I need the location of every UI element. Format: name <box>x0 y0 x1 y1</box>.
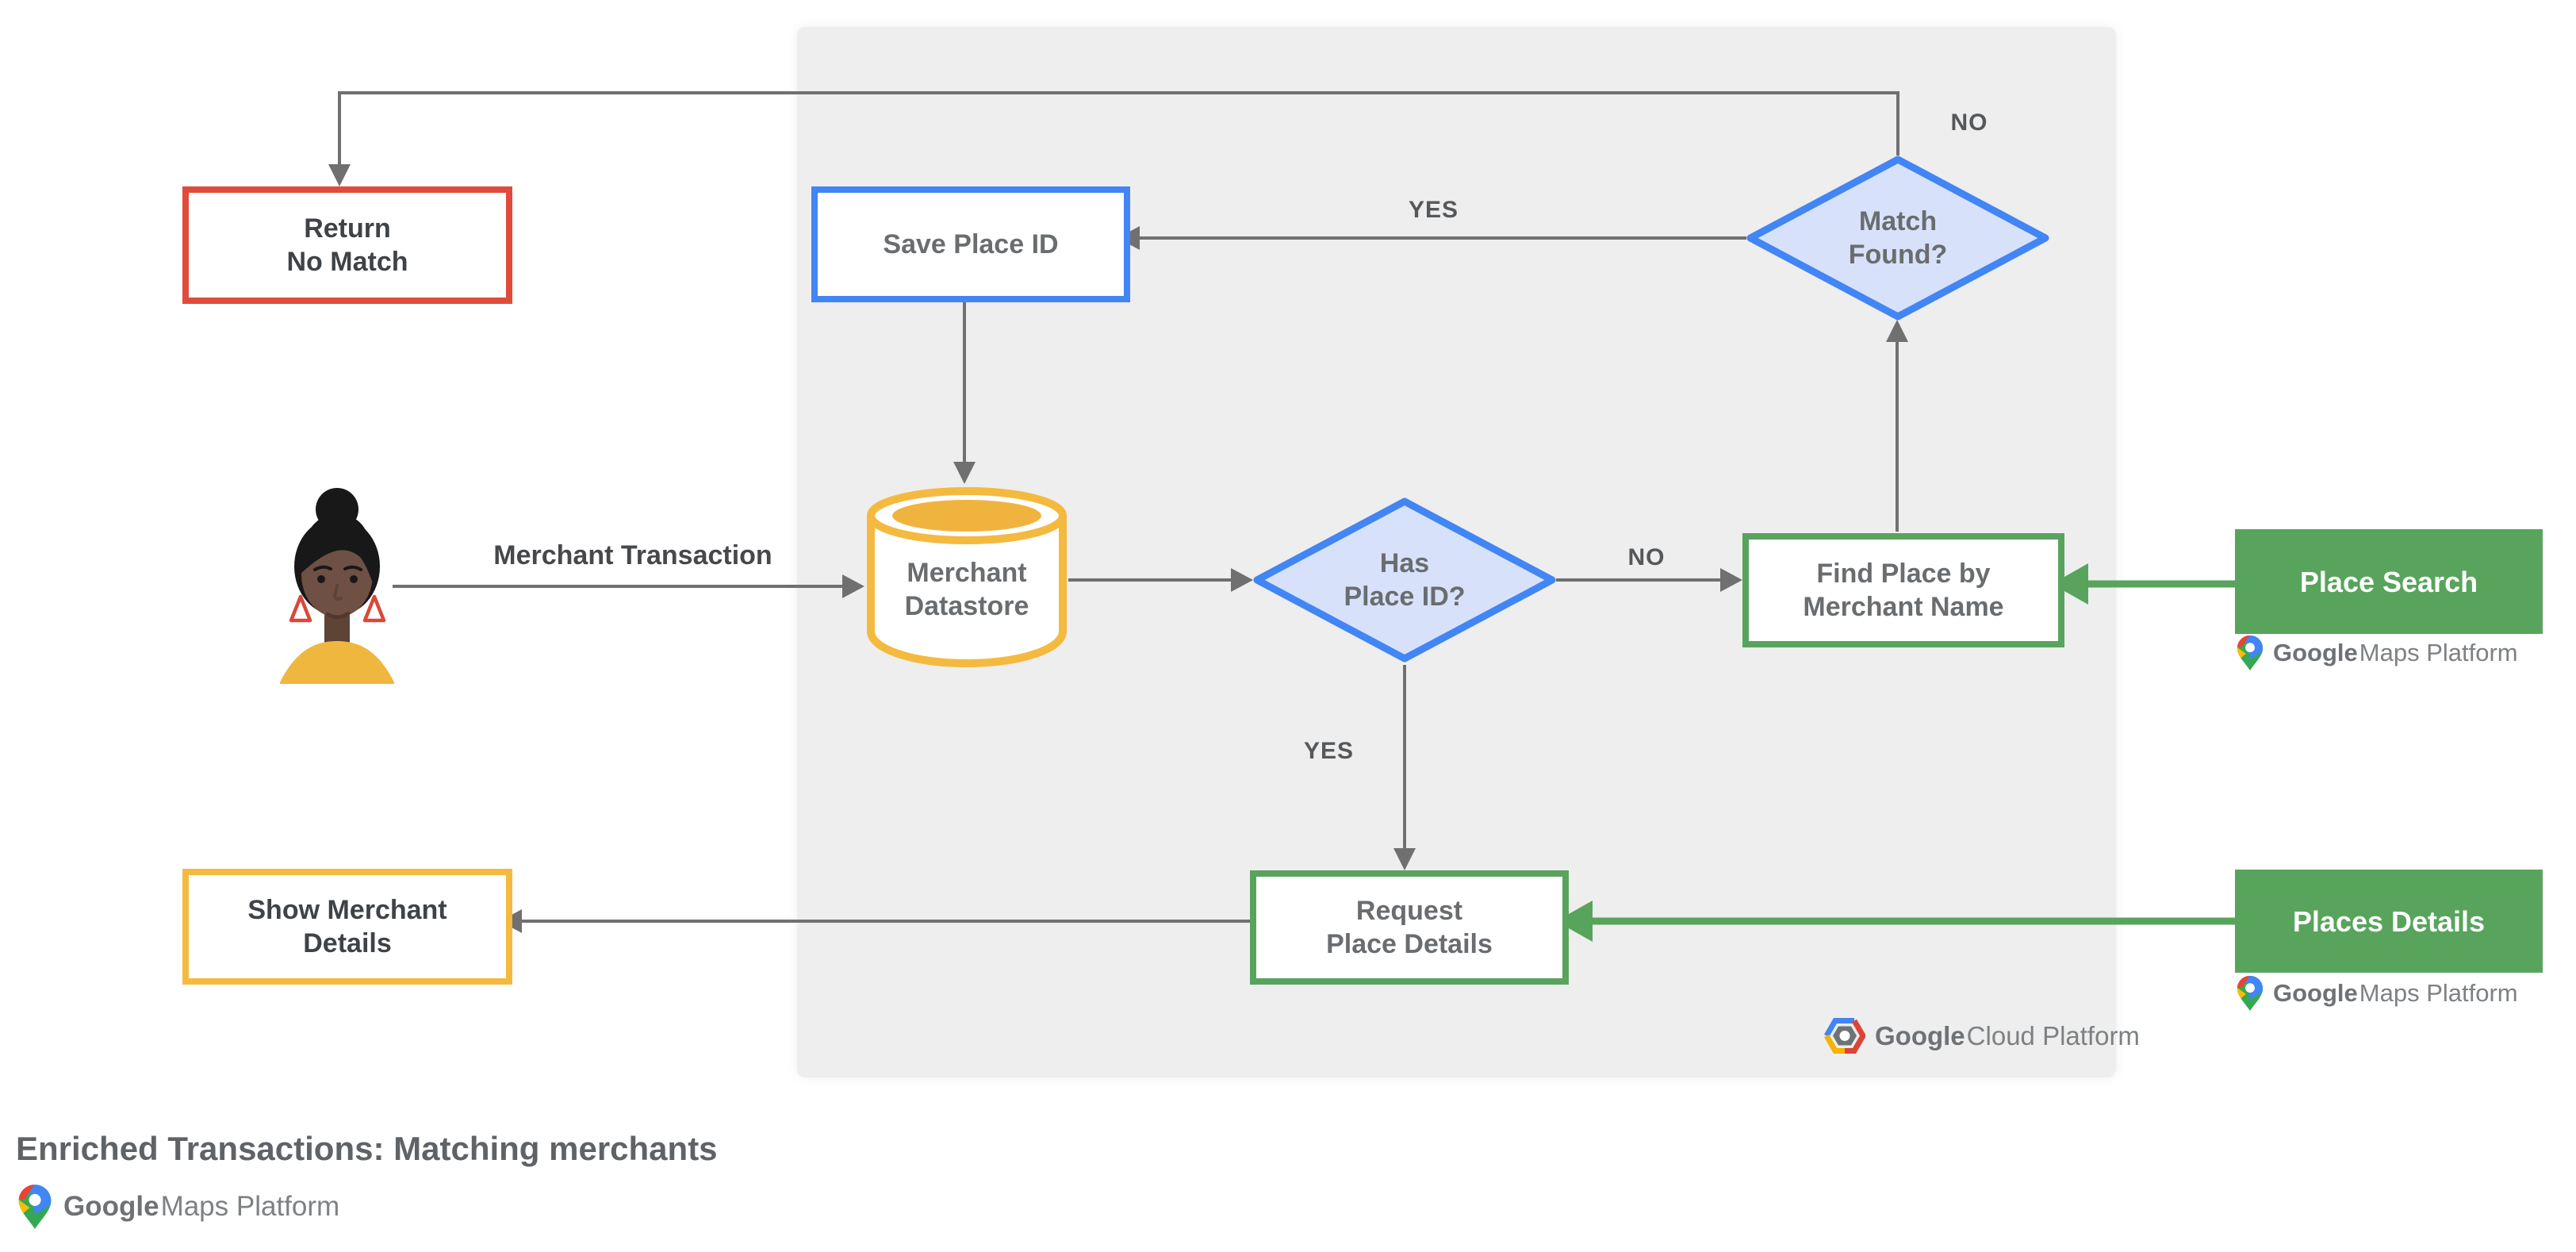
node-save-place-id: Save Place ID <box>811 186 1130 302</box>
edge-hasPlaceId-no-to-findPlace <box>1556 568 1742 592</box>
node-place-search-api: Place Search <box>2235 529 2543 634</box>
node-places-details-api: Places Details <box>2235 870 2543 973</box>
brand-maps-platform: Maps Platform <box>2359 979 2518 1007</box>
edge-placeSearch-to-findPlace <box>2052 563 2237 605</box>
edge-label-merchant-transaction: Merchant Transaction <box>493 540 772 570</box>
diamond-shape <box>1746 156 2049 321</box>
gmp-lockup-places-details: GoogleMaps Platform <box>2237 975 2518 1012</box>
edge-placesDetails-to-requestPlaceDetails <box>1556 901 2237 942</box>
datastore-label: Merchant Datastore <box>904 557 1029 622</box>
diagram-title: Enriched Transactions: Matching merchant… <box>16 1130 718 1167</box>
edge-findPlace-to-matchFound <box>1886 320 1908 532</box>
node-request-place-details: Request Place Details <box>1250 870 1569 985</box>
edge-datastore-to-hasPlaceId <box>1068 568 1253 592</box>
person-icon <box>280 488 394 684</box>
node-match-found-decision: Match Found? <box>1746 156 2049 321</box>
edge-user-to-datastore <box>393 574 864 598</box>
edge-hasPlaceId-yes-to-requestPlaceDetails <box>1393 665 1416 870</box>
node-merchant-datastore: Merchant Datastore <box>864 484 1069 668</box>
edge-label-yes-match-found: YES <box>1408 197 1459 223</box>
google-maps-pin-icon <box>2237 635 2264 671</box>
decision-label: Has Place ID? <box>1344 547 1466 613</box>
google-maps-pin-icon <box>2237 975 2264 1012</box>
decision-label: Match Found? <box>1848 205 1948 271</box>
edge-savePlaceId-to-datastore <box>953 293 976 484</box>
node-has-place-id-decision: Has Place ID? <box>1253 497 1556 662</box>
edge-matchFound-yes-to-savePlaceId <box>1117 226 1746 250</box>
brand-maps-platform: Maps Platform <box>2359 639 2518 666</box>
edge-label-no-has-place-id: NO <box>1627 544 1666 570</box>
gmp-lockup-footer: GoogleMaps Platform <box>17 1184 339 1230</box>
google-maps-pin-icon <box>18 1185 52 1229</box>
diamond-shape <box>1253 497 1556 662</box>
user-avatar <box>274 478 401 684</box>
edge-requestPlaceDetails-to-showMerchantDetails <box>500 909 1250 933</box>
node-return-no-match: Return No Match <box>182 186 512 304</box>
brand-cloud-platform: Cloud Platform <box>1966 1020 2140 1050</box>
database-cylinder-icon <box>867 487 1067 668</box>
gcp-lockup: GoogleCloud Platform <box>1824 1018 2140 1054</box>
brand-maps-platform: Maps Platform <box>160 1191 340 1222</box>
edge-label-no-match-found: NO <box>1950 109 1988 136</box>
brand-google: Google <box>1875 1020 1965 1050</box>
gmp-lockup-place-search: GoogleMaps Platform <box>2237 635 2518 671</box>
node-find-place-by-merchant-name: Find Place by Merchant Name <box>1742 533 2064 647</box>
edge-label-yes-has-place-id: YES <box>1303 738 1355 764</box>
brand-google: Google <box>2273 979 2358 1007</box>
google-cloud-hexagon-icon <box>1824 1018 1865 1054</box>
edge-matchFound-no-to-returnNoMatch <box>328 91 1899 186</box>
brand-google: Google <box>2273 639 2358 666</box>
brand-google: Google <box>63 1191 159 1222</box>
node-show-merchant-details: Show Merchant Details <box>182 869 512 985</box>
